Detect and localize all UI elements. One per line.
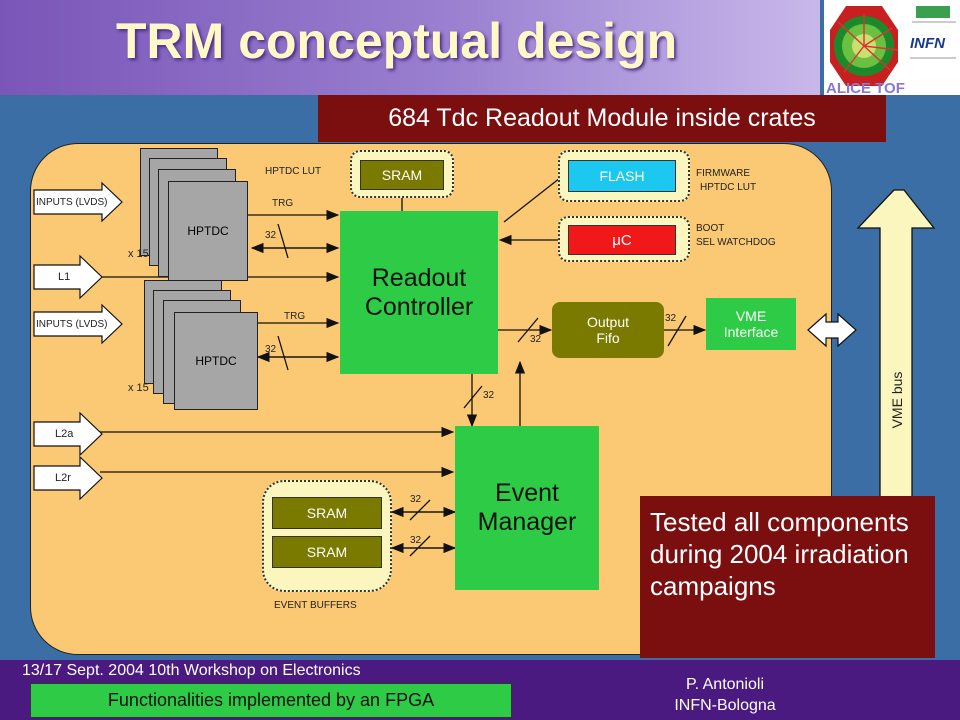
readout-controller-line1: Readout	[371, 263, 467, 292]
readout-controller: Readout Controller	[340, 211, 498, 374]
infn-logo-text: INFN	[910, 35, 946, 52]
vme-interface-line1: VME	[735, 308, 767, 324]
inputs-lvds-label-1: INPUTS (LVDS)	[36, 197, 108, 208]
sram-buffer-2: SRAM	[272, 536, 382, 568]
hptdc-chip-1: HPTDC	[168, 181, 248, 281]
microcontroller: μC	[568, 225, 676, 255]
bus-width-5: 32	[483, 390, 495, 401]
fpga-note: Functionalities implemented by an FPGA	[30, 683, 512, 718]
sram-buffer-1: SRAM	[272, 497, 382, 529]
flash-chip: FLASH	[568, 160, 676, 192]
inputs-lvds-label-2: INPUTS (LVDS)	[36, 319, 108, 330]
banner-684-modules: 684 Tdc Readout Module inside crates	[318, 95, 886, 142]
vme-interface: VME Interface	[706, 298, 796, 350]
sram-lut: SRAM	[360, 160, 444, 190]
event-buffers-label: EVENT BUFFERS	[274, 600, 357, 611]
x15-label-2: x 15	[128, 382, 149, 394]
logo-caption: ALICE TOF	[826, 80, 905, 95]
footer-author: P. Antonioli	[686, 676, 764, 693]
l2a-label: L2a	[55, 428, 74, 440]
title-bar	[0, 0, 820, 95]
bus-width-3: 32	[530, 334, 542, 345]
output-fifo-line2: Fifo	[596, 330, 620, 346]
event-manager-line1: Event	[495, 479, 559, 507]
output-fifo: Output Fifo	[552, 302, 664, 358]
l2r-label: L2r	[55, 472, 71, 484]
alice-tof-logo: INFN ALICE TOF	[824, 0, 960, 97]
event-manager: Event Manager	[455, 426, 599, 590]
hptdc-chip-2: HPTDC	[174, 312, 258, 410]
hptdc-lut-label: HPTDC LUT	[265, 166, 322, 177]
output-fifo-line1: Output	[586, 314, 630, 330]
sel-watchdog-label: SEL WATCHDOG	[696, 237, 776, 248]
tested-components-callout: Tested all components during 2004 irradi…	[640, 496, 935, 658]
event-manager-line2: Manager	[477, 508, 577, 536]
vme-interface-line2: Interface	[723, 324, 779, 340]
l1-label: L1	[58, 271, 71, 283]
vme-bus-label: VME bus	[889, 371, 905, 429]
footer-affiliation: INFN-Bologna	[674, 697, 776, 714]
bus-width-2: 32	[265, 344, 277, 355]
bus-width-6: 32	[410, 494, 422, 505]
trg-label-1: TRG	[272, 198, 294, 209]
x15-label-1: x 15	[128, 248, 149, 260]
bus-width-1: 32	[265, 230, 277, 241]
slide-title: TRM conceptual design	[116, 13, 678, 69]
firmware-lut-label: HPTDC LUT	[700, 182, 757, 193]
trg-label-2: TRG	[284, 311, 306, 322]
footer-event: 13/17 Sept. 2004 10th Workshop on Electr…	[22, 662, 361, 679]
readout-controller-line2: Controller	[364, 292, 474, 321]
bus-width-4: 32	[665, 313, 677, 324]
boot-label: BOOT	[696, 223, 725, 234]
bus-width-7: 32	[410, 535, 422, 546]
firmware-label: FIRMWARE	[696, 168, 751, 179]
logo-graphic: INFN ALICE TOF	[826, 6, 956, 97]
